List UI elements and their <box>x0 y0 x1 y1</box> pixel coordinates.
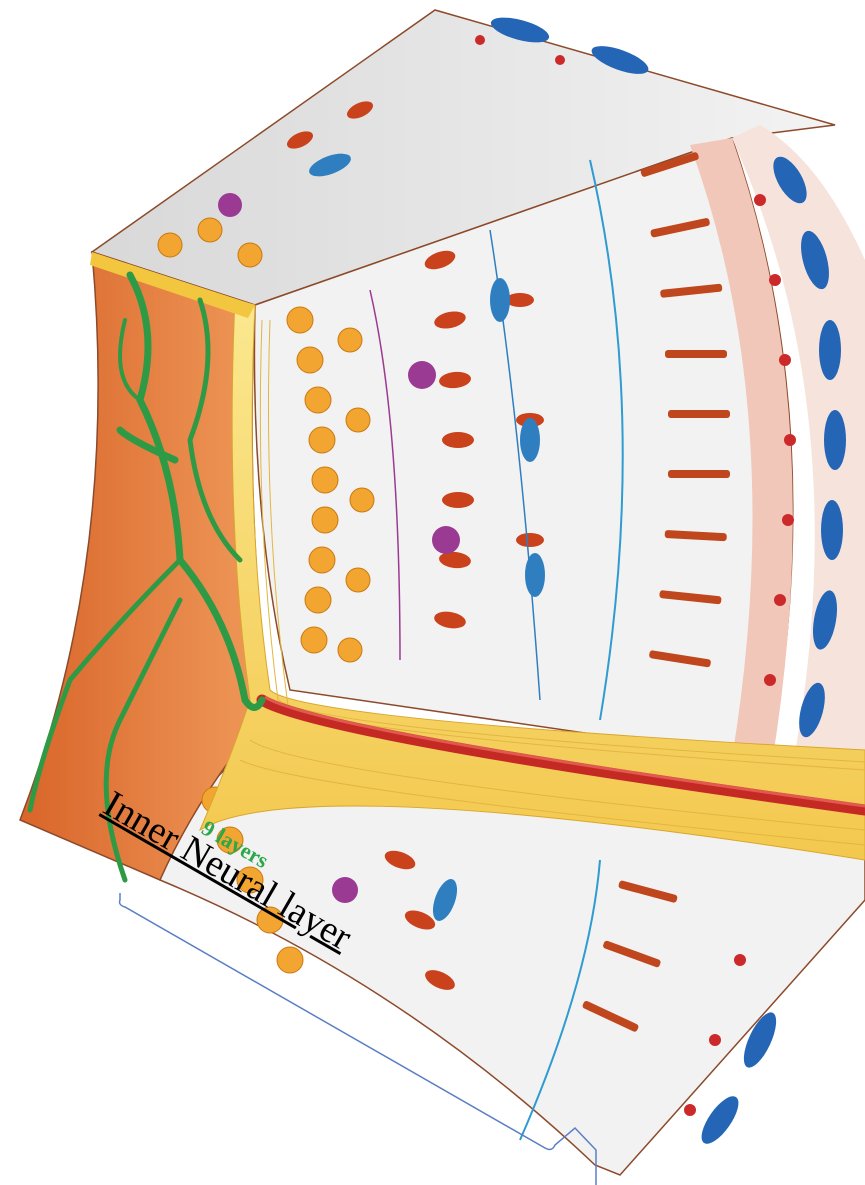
retina-illustration <box>0 0 865 1185</box>
